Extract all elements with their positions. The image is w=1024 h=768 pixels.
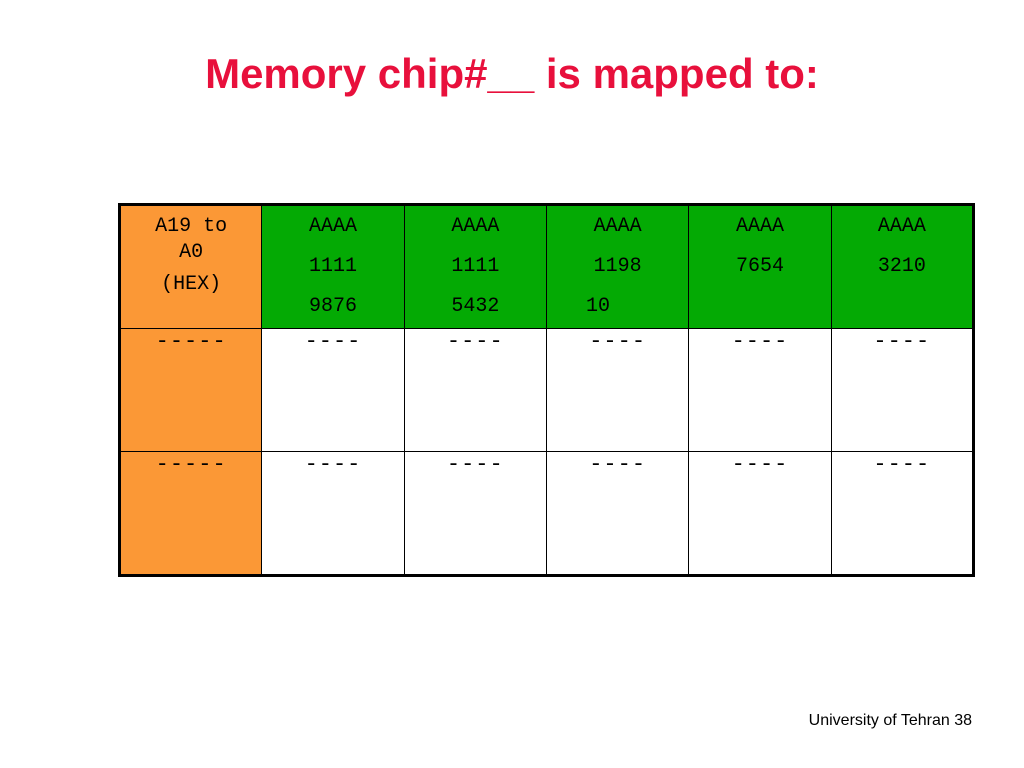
header-label-line-3: (HEX) bbox=[161, 273, 222, 296]
header-col2-line-3: 5432 bbox=[451, 295, 500, 318]
row-1-cell-4: ---- bbox=[688, 328, 832, 452]
header-column-3: AAAA 1198 10 bbox=[545, 204, 690, 329]
row-1-cell-4-value: ---- bbox=[731, 329, 789, 354]
row-1-address-value: ----- bbox=[155, 329, 227, 354]
row-2-cell-1: ---- bbox=[261, 451, 405, 576]
row-1-cell-1-value: ---- bbox=[304, 329, 362, 354]
row-2-cell-2-value: ---- bbox=[446, 452, 504, 477]
row-2-cell-1-value: ---- bbox=[304, 452, 362, 477]
row-2-address-cell: ----- bbox=[118, 451, 263, 576]
header-column-1: AAAA 1111 9876 bbox=[261, 204, 405, 329]
header-col2-line-2: 1111 bbox=[451, 255, 500, 278]
address-map-table: A19 to A0 (HEX) AAAA 1111 9876 AAAA 1111… bbox=[118, 203, 975, 577]
header-label-line-1: A19 to bbox=[155, 215, 228, 238]
header-col1-line-2: 1111 bbox=[308, 255, 357, 278]
row-1-cell-2: ---- bbox=[403, 328, 547, 452]
row-1-address-cell: ----- bbox=[118, 328, 263, 452]
header-address-range-cell: A19 to A0 (HEX) bbox=[118, 204, 263, 329]
header-col1-line-3: 9876 bbox=[308, 295, 357, 318]
header-col3-line-2: 1198 bbox=[593, 255, 642, 278]
row-2-cell-4: ---- bbox=[688, 451, 832, 576]
header-col3-line-1: AAAA bbox=[593, 215, 642, 238]
header-column-5: AAAA 3210 bbox=[830, 204, 975, 329]
header-col2-line-1: AAAA bbox=[451, 215, 500, 238]
header-col4-line-1: AAAA bbox=[735, 215, 784, 238]
slide-title: Memory chip#__ is mapped to: bbox=[205, 50, 819, 97]
row-1-cell-5-value: ---- bbox=[873, 329, 931, 354]
row-2-cell-3-value: ---- bbox=[589, 452, 647, 477]
row-2-address-value: ----- bbox=[155, 452, 227, 477]
header-label-line-2: A0 bbox=[179, 241, 204, 264]
row-2-cell-5: ---- bbox=[830, 451, 975, 576]
row-1-cell-3-value: ---- bbox=[589, 329, 647, 354]
header-col1-line-1: AAAA bbox=[308, 215, 357, 238]
row-1-cell-5: ---- bbox=[830, 328, 975, 452]
row-2-cell-4-value: ---- bbox=[731, 452, 789, 477]
row-2-cell-2: ---- bbox=[403, 451, 547, 576]
header-col5-line-1: AAAA bbox=[877, 215, 926, 238]
header-col3-line-3: 10 bbox=[585, 295, 610, 318]
row-2-cell-3: ---- bbox=[545, 451, 690, 576]
header-col5-line-2: 3210 bbox=[877, 255, 926, 278]
row-1-cell-1: ---- bbox=[261, 328, 405, 452]
header-column-2: AAAA 1111 5432 bbox=[403, 204, 547, 329]
header-column-4: AAAA 7654 bbox=[688, 204, 832, 329]
row-2-cell-5-value: ---- bbox=[873, 452, 931, 477]
table-header-row: A19 to A0 (HEX) AAAA 1111 9876 AAAA 1111… bbox=[118, 204, 975, 329]
header-col4-line-2: 7654 bbox=[735, 255, 784, 278]
row-1-cell-2-value: ---- bbox=[446, 329, 504, 354]
table-row: ----- ---- ---- ---- ---- ---- bbox=[118, 451, 975, 576]
slide-footer: University of Tehran 38 bbox=[808, 712, 972, 729]
row-1-cell-3: ---- bbox=[545, 328, 690, 452]
table-row: ----- ---- ---- ---- ---- ---- bbox=[118, 328, 975, 452]
